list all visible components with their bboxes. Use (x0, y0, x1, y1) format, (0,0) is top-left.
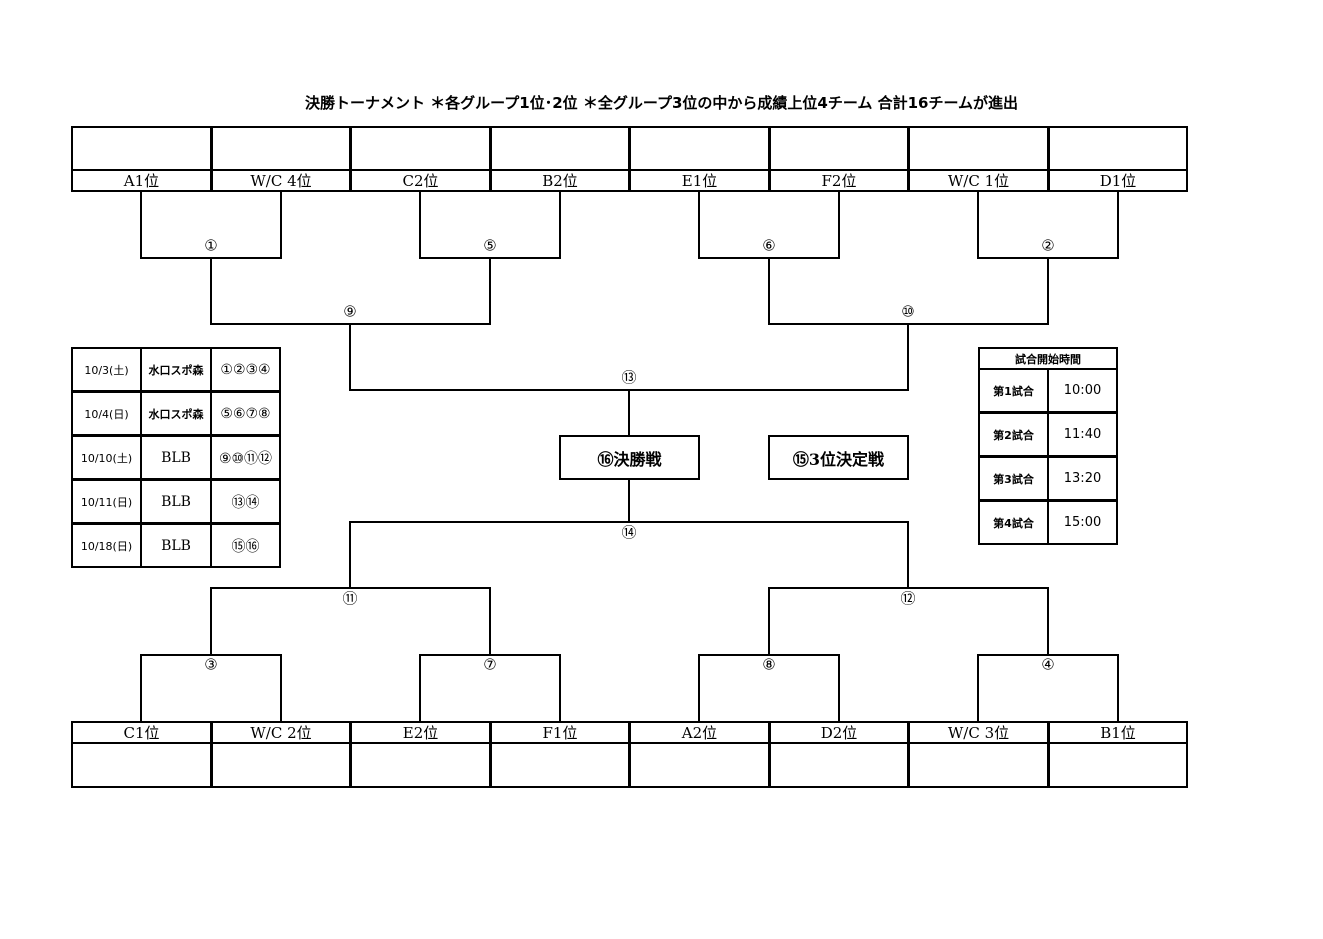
schedule-date: 10/11(日) (71, 479, 142, 524)
start-time-header: 試合開始時間 (978, 347, 1118, 370)
match-number-m10: ⑩ (901, 302, 915, 321)
game-number: 第4試合 (978, 500, 1049, 545)
slot-label-top: W/C 4位 (211, 169, 351, 192)
match-number-m12: ⑫ (900, 589, 916, 608)
team-name-box-bottom (1048, 742, 1188, 788)
schedule-games: ⑤⑥⑦⑧ (210, 391, 281, 436)
team-name-box-top (71, 126, 212, 171)
schedule-date: 10/10(土) (71, 435, 142, 480)
match-number-m14: ⑭ (621, 523, 637, 542)
team-name-box-bottom (211, 742, 351, 788)
schedule-venue: BLB (140, 479, 212, 524)
slot-label-bottom: E2位 (350, 721, 491, 744)
team-name-box-top (629, 126, 770, 171)
team-name-box-bottom (350, 742, 491, 788)
third-place-box: ⑮3位決定戦 (768, 435, 909, 480)
schedule-venue: BLB (140, 435, 212, 480)
final-box: ⑯決勝戦 (559, 435, 700, 480)
match-number-m7: ⑦ (483, 655, 497, 674)
match-number-m11: ⑪ (342, 589, 358, 608)
schedule-venue: 水口スポ森 (140, 391, 212, 436)
schedule-date: 10/4(日) (71, 391, 142, 436)
slot-label-top: D1位 (1048, 169, 1188, 192)
game-start-time: 15:00 (1047, 500, 1118, 545)
slot-label-top: W/C 1位 (908, 169, 1049, 192)
match-number-m6: ⑥ (762, 236, 776, 255)
schedule-games: ⑬⑭ (210, 479, 281, 524)
schedule-venue: BLB (140, 523, 212, 568)
match-number-m1: ① (204, 236, 218, 255)
game-start-time: 10:00 (1047, 368, 1118, 413)
slot-label-top: F2位 (769, 169, 909, 192)
slot-label-top: A1位 (71, 169, 212, 192)
team-name-box-top (769, 126, 909, 171)
match-number-m5: ⑤ (483, 236, 497, 255)
slot-label-bottom: D2位 (769, 721, 909, 744)
game-number: 第3試合 (978, 456, 1049, 501)
slot-label-top: C2位 (350, 169, 491, 192)
match-number-m9: ⑨ (343, 302, 357, 321)
team-name-box-bottom (769, 742, 909, 788)
schedule-games: ⑮⑯ (210, 523, 281, 568)
slot-label-bottom: F1位 (490, 721, 630, 744)
page-title: 決勝トーナメント ＊各グループ1位･2位 ＊全グループ3位の中から成績上位4チー… (304, 94, 1019, 112)
match-number-m4: ④ (1041, 655, 1055, 674)
game-number: 第1試合 (978, 368, 1049, 413)
slot-label-bottom: W/C 2位 (211, 721, 351, 744)
slot-label-top: E1位 (629, 169, 770, 192)
schedule-games: ①②③④ (210, 347, 281, 392)
game-start-time: 11:40 (1047, 412, 1118, 457)
team-name-box-top (1048, 126, 1188, 171)
team-name-box-bottom (71, 742, 212, 788)
slot-label-bottom: A2位 (629, 721, 770, 744)
schedule-date: 10/18(日) (71, 523, 142, 568)
match-number-m2: ② (1041, 236, 1055, 255)
match-number-m13: ⑬ (621, 368, 637, 387)
schedule-date: 10/3(土) (71, 347, 142, 392)
slot-label-top: B2位 (490, 169, 630, 192)
team-name-box-top (211, 126, 351, 171)
team-name-box-bottom (629, 742, 770, 788)
game-number: 第2試合 (978, 412, 1049, 457)
team-name-box-top (490, 126, 630, 171)
slot-label-bottom: C1位 (71, 721, 212, 744)
schedule-venue: 水口スポ森 (140, 347, 212, 392)
match-number-m8: ⑧ (762, 655, 776, 674)
team-name-box-top (908, 126, 1049, 171)
match-number-m3: ③ (204, 655, 218, 674)
slot-label-bottom: B1位 (1048, 721, 1188, 744)
game-start-time: 13:20 (1047, 456, 1118, 501)
team-name-box-top (350, 126, 491, 171)
team-name-box-bottom (490, 742, 630, 788)
team-name-box-bottom (908, 742, 1049, 788)
schedule-games: ⑨⑩⑪⑫ (210, 435, 281, 480)
slot-label-bottom: W/C 3位 (908, 721, 1049, 744)
